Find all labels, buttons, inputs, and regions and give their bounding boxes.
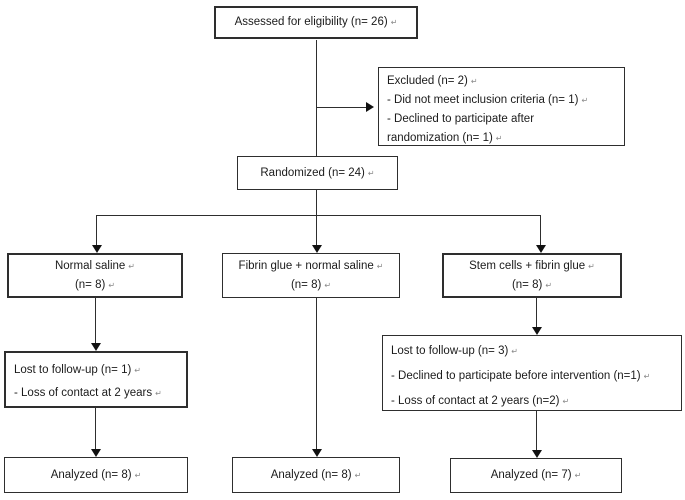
eol-mark: ↵: [108, 280, 116, 290]
randomized-text: Randomized (n= 24)↵: [260, 166, 375, 179]
arrowhead-analyzed-middle-icon: [312, 449, 322, 457]
arrowhead-lost-right-icon: [532, 327, 542, 335]
excluded-reason-2: - Declined to participate after: [387, 113, 535, 125]
eol-mark: ↵: [562, 397, 570, 406]
analyzed-left-text: Analyzed (n= 8)↵: [50, 468, 142, 481]
arm-normal-saline-label: Normal saline↵: [54, 259, 135, 272]
branch-line: [96, 215, 540, 216]
randomized-box: Randomized (n= 24)↵: [237, 156, 398, 190]
arrowhead-arm1-icon: [92, 245, 102, 253]
arm-fibrin-glue-box: Fibrin glue + normal saline↵ (n= 8)↵: [222, 253, 400, 298]
eol-mark: ↵: [643, 372, 651, 381]
excluded-box: Excluded (n= 2)↵ - Did not meet inclusio…: [378, 67, 625, 146]
connector-lost-to-analyzed-left: [95, 408, 96, 450]
arrowhead-excluded-icon: [366, 102, 374, 112]
arrowhead-lost-left-icon: [91, 343, 101, 351]
eol-mark: ↵: [588, 261, 595, 271]
connector-randomized-to-branch: [316, 190, 317, 215]
eol-mark: ↵: [155, 389, 162, 398]
arrowhead-arm3-icon: [536, 245, 546, 253]
arrowhead-arm2-icon: [312, 245, 322, 253]
lost-right-reason-1: - Declined to participate before interve…: [391, 370, 651, 382]
connector-branch-to-arm3: [540, 215, 541, 246]
connector-assessed-to-randomized: [316, 40, 317, 156]
connector-arm2-to-analyzed: [316, 298, 317, 450]
lost-left-title: Lost to follow-up (n= 1)↵: [14, 364, 141, 376]
eol-mark: ↵: [390, 18, 398, 27]
excluded-reason-2-wrap: randomization (n= 1)↵: [387, 132, 503, 144]
assessed-box: Assessed for eligibility (n= 26)↵: [214, 6, 418, 39]
analyzed-left-box: Analyzed (n= 8)↵: [4, 457, 188, 493]
lost-followup-right-box: Lost to follow-up (n= 3)↵ - Declined to …: [382, 335, 682, 411]
lost-left-reason: - Loss of contact at 2 years↵: [14, 387, 162, 399]
eol-mark: ↵: [134, 470, 142, 480]
arm-fibrin-glue-label: Fibrin glue + normal saline↵: [238, 259, 384, 272]
eol-mark: ↵: [581, 96, 589, 105]
analyzed-right-text: Analyzed (n= 7)↵: [490, 469, 582, 481]
eol-mark: ↵: [134, 366, 141, 375]
eol-mark: ↵: [545, 280, 553, 290]
arm-stem-cells-box: Stem cells + fibrin glue↵ (n= 8)↵: [442, 253, 622, 298]
analyzed-right-box: Analyzed (n= 7)↵: [450, 458, 622, 493]
arm-normal-saline-count: (n= 8)↵: [74, 278, 116, 291]
excluded-reason-1: - Did not meet inclusion criteria (n= 1)…: [387, 94, 589, 106]
eol-mark: ↵: [367, 168, 375, 178]
eol-mark: ↵: [354, 470, 362, 480]
arm-stem-cells-label: Stem cells + fibrin glue↵: [469, 259, 595, 272]
arm-normal-saline-box: Normal saline↵ (n= 8)↵: [7, 253, 183, 298]
connector-arm3-to-lost: [536, 298, 537, 328]
arrowhead-analyzed-left-icon: [91, 449, 101, 457]
arrowhead-analyzed-right-icon: [532, 450, 542, 458]
eol-mark: ↵: [495, 134, 503, 143]
assessed-text: Assessed for eligibility (n= 26)↵: [234, 16, 398, 28]
eol-mark: ↵: [511, 347, 518, 356]
eol-mark: ↵: [574, 471, 582, 480]
connector-to-excluded: [316, 107, 366, 108]
lost-followup-left-box: Lost to follow-up (n= 1)↵ - Loss of cont…: [4, 351, 188, 408]
analyzed-middle-text: Analyzed (n= 8)↵: [270, 468, 362, 481]
connector-lost-to-analyzed-right: [536, 410, 537, 451]
arm-fibrin-glue-count: (n= 8)↵: [290, 278, 332, 291]
connector-branch-to-arm1: [96, 215, 97, 246]
excluded-title: Excluded (n= 2)↵: [387, 75, 478, 87]
connector-branch-to-arm2: [316, 215, 317, 246]
eol-mark: ↵: [376, 261, 384, 271]
lost-right-title: Lost to follow-up (n= 3)↵: [391, 345, 518, 357]
eol-mark: ↵: [128, 261, 135, 271]
eol-mark: ↵: [324, 280, 332, 290]
eol-mark: ↵: [470, 77, 478, 86]
analyzed-middle-box: Analyzed (n= 8)↵: [232, 457, 400, 493]
arm-stem-cells-count: (n= 8)↵: [511, 278, 553, 291]
lost-right-reason-2: - Loss of contact at 2 years (n=2)↵: [391, 395, 570, 407]
connector-arm1-to-lost: [95, 298, 96, 344]
